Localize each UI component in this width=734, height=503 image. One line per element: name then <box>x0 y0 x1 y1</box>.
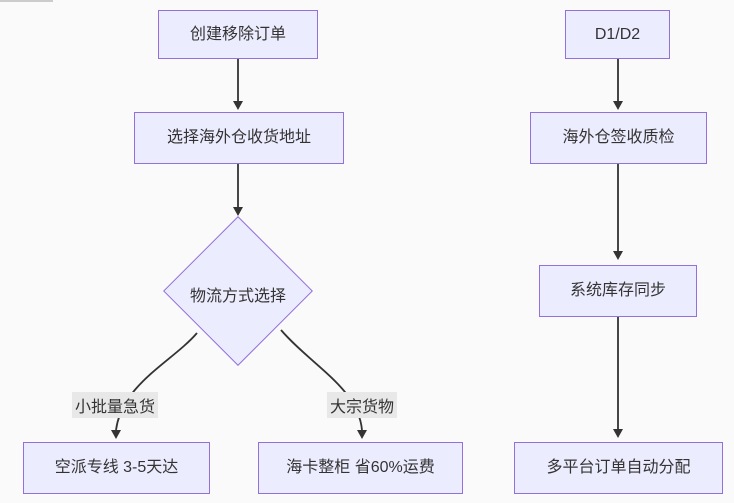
decision-logistics-method-label: 物流方式选择 <box>189 288 286 305</box>
node-create-removal-order: 创建移除订单 <box>158 10 318 59</box>
arrowhead-sync-to-dispatch <box>613 429 623 438</box>
arrowhead-create-to-address <box>233 101 243 110</box>
node-system-inventory-sync: 系统库存同步 <box>539 265 697 317</box>
node-warehouse-receive-qc: 海外仓签收质检 <box>530 112 707 164</box>
node-sea-full-container: 海卡整柜 省60%运费 <box>258 442 463 494</box>
arrowhead-decision-to-sea <box>357 430 367 439</box>
arrowhead-d1d2-to-qc <box>613 101 623 110</box>
edge-label-bulk-cargo: 大宗货物 <box>326 392 398 418</box>
arrowhead-address-to-decision <box>233 207 243 216</box>
arrowhead-decision-to-air <box>111 430 121 439</box>
node-air-express-line: 空派专线 3-5天达 <box>23 442 210 494</box>
node-select-warehouse-address: 选择海外仓收货地址 <box>134 112 344 164</box>
node-multi-platform-order-dispatch: 多平台订单自动分配 <box>514 442 723 494</box>
edge-label-small-batch-urgent: 小批量急货 <box>71 392 159 418</box>
node-d1-d2: D1/D2 <box>565 10 670 59</box>
arrowhead-qc-to-sync <box>613 251 623 260</box>
top-edge-artifact <box>0 0 53 2</box>
